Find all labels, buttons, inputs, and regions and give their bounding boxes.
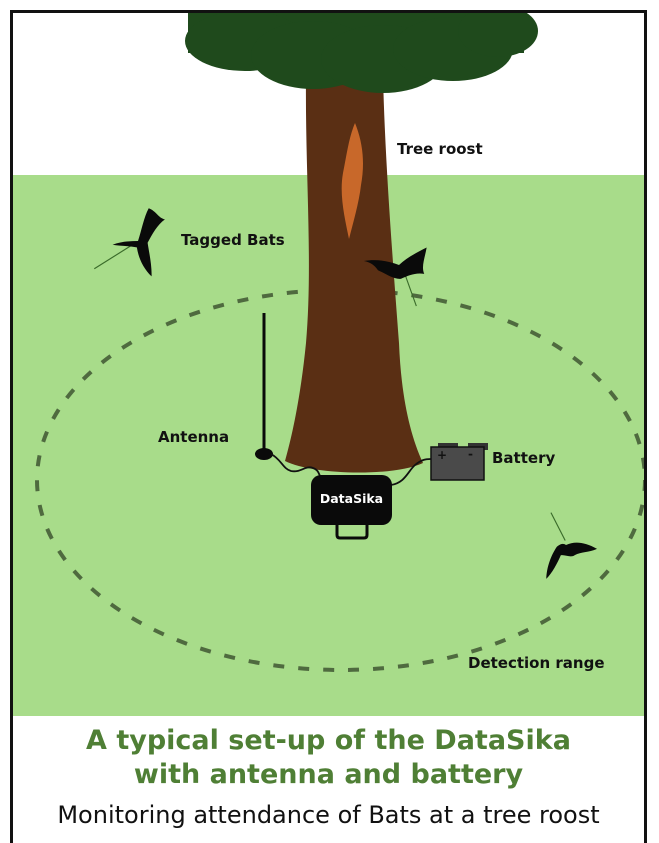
battery-cable — [390, 458, 432, 486]
tree-canopy-icon — [185, 13, 538, 93]
bat-icon — [363, 247, 427, 307]
caption-title-line-2: with antenna and battery — [133, 759, 524, 790]
battery-icon — [430, 443, 488, 481]
datasika-device-icon — [311, 475, 392, 540]
detection-range-label: Detection range — [468, 654, 605, 672]
battery-label: Battery — [492, 449, 556, 467]
setup-diagram: + - — [13, 13, 644, 716]
bark-scar-icon — [341, 123, 363, 239]
bat-icon — [93, 208, 165, 277]
tagged-bats-label: Tagged Bats — [181, 231, 285, 249]
bat-icon — [546, 512, 598, 579]
datasika-label: DataSika — [319, 491, 384, 506]
caption-subtitle: Monitoring attendance of Bats at a tree … — [57, 801, 600, 829]
antenna-label: Antenna — [158, 428, 230, 446]
battery-plus-label: + — [437, 448, 447, 462]
antenna-icon — [255, 313, 322, 479]
caption-title-line-1: A typical set-up of the DataSika — [86, 725, 571, 756]
battery-minus-label: - — [468, 447, 473, 461]
tree-roost-label: Tree roost — [397, 140, 483, 158]
figure-frame: + - Tree roost Tagged Bats Antenna Batte… — [10, 10, 647, 843]
tree-trunk-icon — [285, 75, 423, 473]
